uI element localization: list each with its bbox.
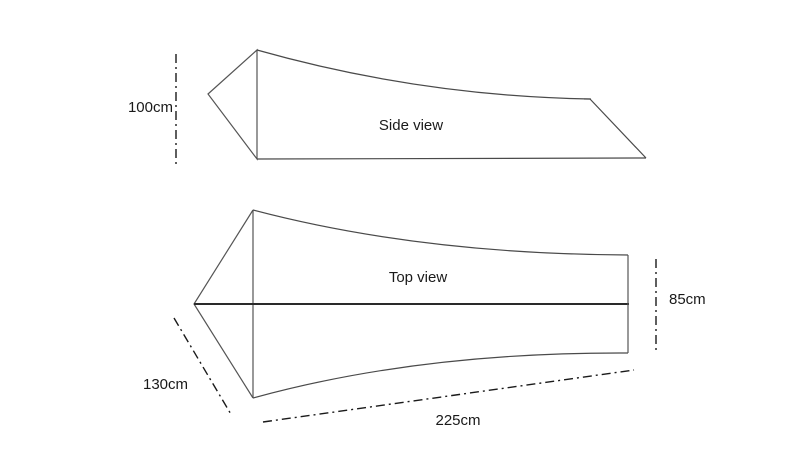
length-dimension-label: 225cm (435, 412, 480, 429)
length-dimension: 225cm (262, 369, 635, 429)
top-view-lower-edge (252, 352, 629, 399)
top-view: Top view (193, 209, 629, 399)
front-width-dimension-label: 130cm (143, 376, 188, 393)
front-width-dimension-line (173, 317, 233, 417)
side-view-rear-slope (589, 98, 647, 159)
side-view-ridge-curve (256, 49, 591, 100)
side-view: Side view (207, 48, 647, 161)
side-view-base-line (256, 157, 647, 160)
length-dimension-line (262, 369, 635, 423)
side-view-label: Side view (379, 117, 443, 134)
height-dimension-label: 100cm (128, 99, 173, 116)
side-view-front-triangle (207, 48, 258, 161)
front-width-dimension: 130cm (143, 317, 233, 417)
top-view-upper-edge (252, 209, 629, 256)
top-view-label: Top view (389, 269, 448, 286)
rear-width-dimension-label: 85cm (669, 291, 706, 308)
rear-width-dimension: 85cm (655, 259, 706, 354)
height-dimension: 100cm (128, 54, 177, 166)
